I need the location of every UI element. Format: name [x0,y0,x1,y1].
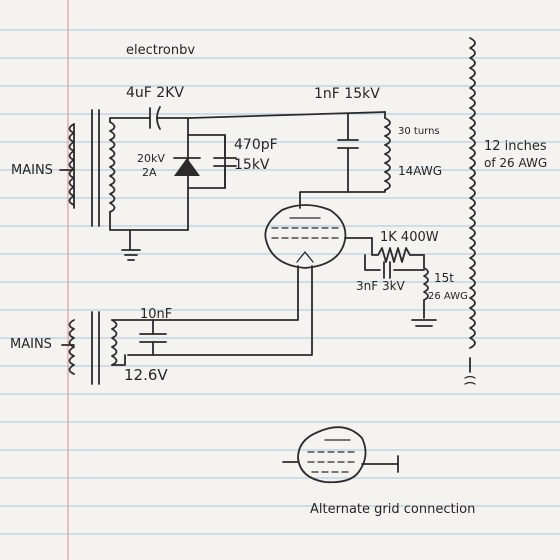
alternate-tube [282,426,399,484]
diode-rating-current: 2A [142,166,157,179]
mains-bottom-label: MAINS [10,337,52,352]
cap-4uf-label: 4uF 2KV [126,85,184,101]
rfc-turns-label: 15t [434,271,454,285]
cap-470pf-label: 470pF [234,137,278,153]
rectifier-network [173,117,237,231]
alternate-grid-caption: Alternate grid connection [310,502,476,517]
diode-symbol [174,158,200,176]
coil-wire-label: 14AWG [398,164,442,178]
resistor-1k-label: 1K 400W [380,230,439,245]
diode-rating-voltage: 20kV [137,152,165,165]
mains-transformer-top [59,109,189,261]
cap-1nf-label: 1nF 15kV [314,86,380,102]
filament-voltage-label: 12.6V [124,366,168,384]
author-label: electronbv [126,43,196,58]
tank-circuit [189,111,391,209]
secondary-coil [464,37,476,385]
mains-top-label: MAINS [11,163,53,178]
grid-bias-network [364,237,437,327]
secondary-wire-label: of 26 AWG [484,156,548,170]
capacitor-4uf [149,106,191,130]
vacuum-tube [124,204,373,356]
cap-10nf-label: 10nF [140,307,173,322]
coil-turns-label: 30 turns [398,126,440,137]
cap-3nf-label: 3nF 3kV [356,279,405,293]
cap-470pf-voltage: 15kV [234,157,270,173]
rfc-wire-label: 26 AWG [428,291,468,302]
mains-transformer-bottom [61,311,167,385]
secondary-length-label: 12 inches [484,139,547,154]
